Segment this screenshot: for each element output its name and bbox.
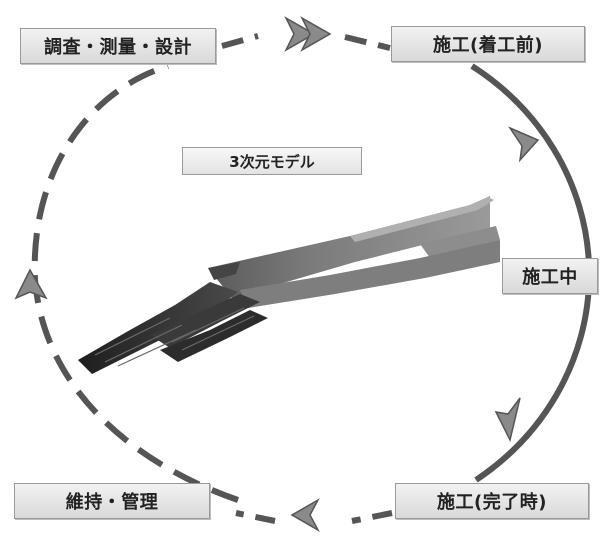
cycle-bottom-dash-right bbox=[351, 510, 393, 524]
stage-maintenance-box: 維持・管理 bbox=[14, 483, 210, 519]
cycle-bottom-dash-left bbox=[235, 510, 276, 524]
cycle-top-dash-left bbox=[221, 33, 259, 49]
chevron-arrow-icon bbox=[14, 16, 540, 532]
cycle-arc-dashed bbox=[31, 63, 239, 503]
stage-construction-before-box: 施工(着工前) bbox=[391, 26, 585, 62]
cycle-top-dash-right bbox=[344, 34, 391, 51]
stage-construction-during-box: 施工中 bbox=[502, 258, 598, 294]
stage-survey-box: 調査・測量・設計 bbox=[20, 28, 216, 64]
3d-model-icon bbox=[78, 196, 500, 374]
center-model-label: 3次元モデル bbox=[182, 147, 362, 175]
stage-construction-complete-box: 施工(完了時) bbox=[395, 483, 589, 519]
